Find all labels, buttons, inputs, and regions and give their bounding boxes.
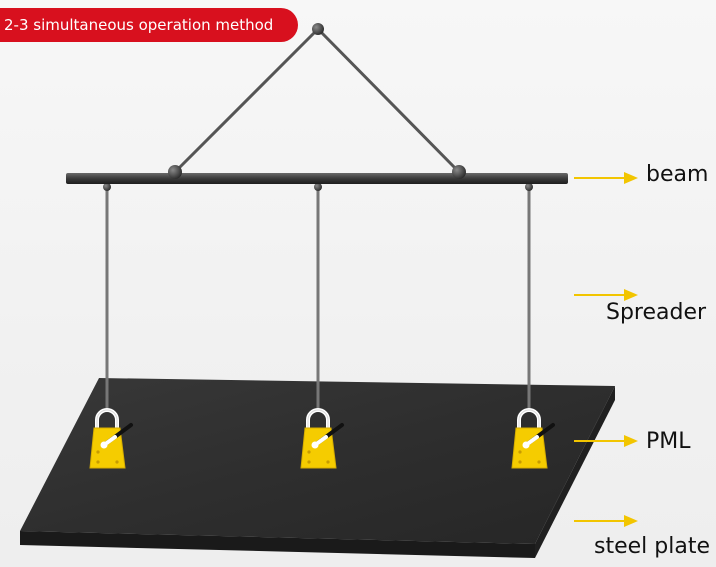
arrow-right-icon: [574, 172, 638, 184]
lifting-magnet-icon: [511, 408, 555, 469]
top-sling: [173, 23, 461, 174]
arrow-right-icon: [574, 515, 638, 527]
label-steel-plate: steel plate: [594, 534, 710, 559]
spreader-cables: [103, 183, 533, 412]
arrow-right-icon: [574, 435, 638, 447]
hook-point: [312, 23, 324, 35]
beam: [66, 165, 568, 184]
label-beam: beam: [646, 162, 709, 187]
label-spreader: Spreader: [606, 300, 707, 325]
label-pml: PML: [646, 429, 691, 454]
title-badge: 2-3 simultaneous operation method: [0, 8, 298, 42]
lifting-magnet-icon: [89, 408, 133, 469]
arrow-right-icon: [574, 289, 638, 301]
lifting-magnet-icon: [300, 408, 344, 469]
